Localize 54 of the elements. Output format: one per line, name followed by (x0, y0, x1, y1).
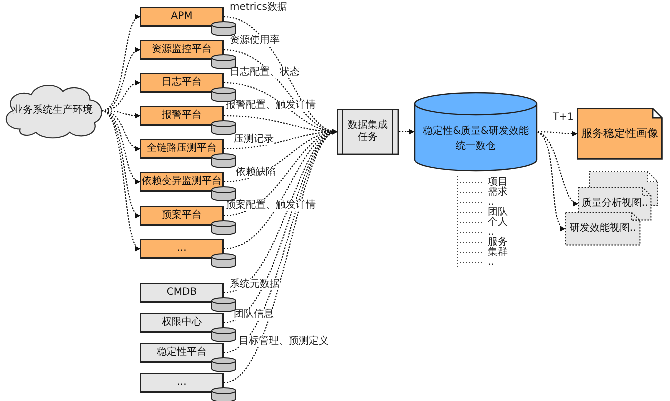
system-box (140, 106, 224, 126)
node-text: CMDB (166, 287, 198, 299)
system-box (140, 373, 224, 393)
system-box (140, 7, 224, 27)
edge-label: 团队信息 (234, 309, 274, 320)
system-box (140, 343, 224, 363)
document-shape (565, 212, 641, 246)
edge-label: 目标管理、预测定义 (239, 336, 329, 347)
node-text: 业务系统生产环境 (13, 105, 93, 117)
tree-label: 需求 (488, 188, 508, 198)
node-text: 资源监控平台 (152, 44, 212, 56)
database-cylinder (414, 92, 538, 172)
system-box (140, 40, 224, 60)
process-box (337, 109, 399, 155)
system-box (140, 206, 224, 226)
node-text: 数据集成任务 (347, 120, 389, 144)
node-text: 权限中心 (162, 317, 202, 329)
node-text: 稳定性平台 (157, 347, 207, 359)
system-box (140, 313, 224, 333)
edge-label: T+1 (553, 112, 574, 123)
edge-label: 系统元数据 (230, 279, 280, 290)
document-shape (577, 108, 663, 160)
node-text: 质量分析视图.. (582, 198, 648, 210)
tree-label: 团队 (488, 208, 508, 218)
arrow (399, 129, 415, 135)
edge-label: metrics数据 (230, 2, 288, 13)
tree-label: 服务 (488, 238, 508, 248)
node-text: 依赖变异监测平台 (142, 176, 222, 188)
system-box (140, 239, 224, 259)
node-text: 稳定性&质量&研发效能统一数仓 (422, 124, 530, 154)
node-text: ... (177, 377, 187, 389)
node-text: 预案平台 (162, 210, 202, 222)
tree-label: .. (488, 198, 494, 208)
tree-label: 集群 (488, 248, 508, 258)
tree-label: .. (488, 258, 494, 268)
system-box (140, 172, 224, 192)
system-box (140, 139, 224, 159)
system-box (140, 73, 224, 93)
edge-label: 资源使用率 (230, 35, 280, 46)
node-text: 日志平台 (162, 77, 202, 89)
node-text: APM (171, 11, 193, 23)
system-box (140, 283, 224, 303)
node-text: 报警平台 (162, 110, 202, 122)
node-text: 研发效能视图.. (570, 223, 636, 235)
node-text: 全链路压测平台 (147, 143, 217, 155)
edge-label: 压测记录 (234, 134, 274, 145)
tree-label: .. (488, 228, 494, 238)
edge-label: 依赖缺陷 (236, 167, 276, 178)
node-text: ... (177, 243, 187, 255)
tree-label: 个人 (488, 218, 508, 228)
arrow (535, 130, 578, 137)
node-text: 服务稳定性画像 (582, 128, 658, 140)
arrow (102, 110, 141, 250)
tree-label: 项目 (488, 178, 508, 188)
